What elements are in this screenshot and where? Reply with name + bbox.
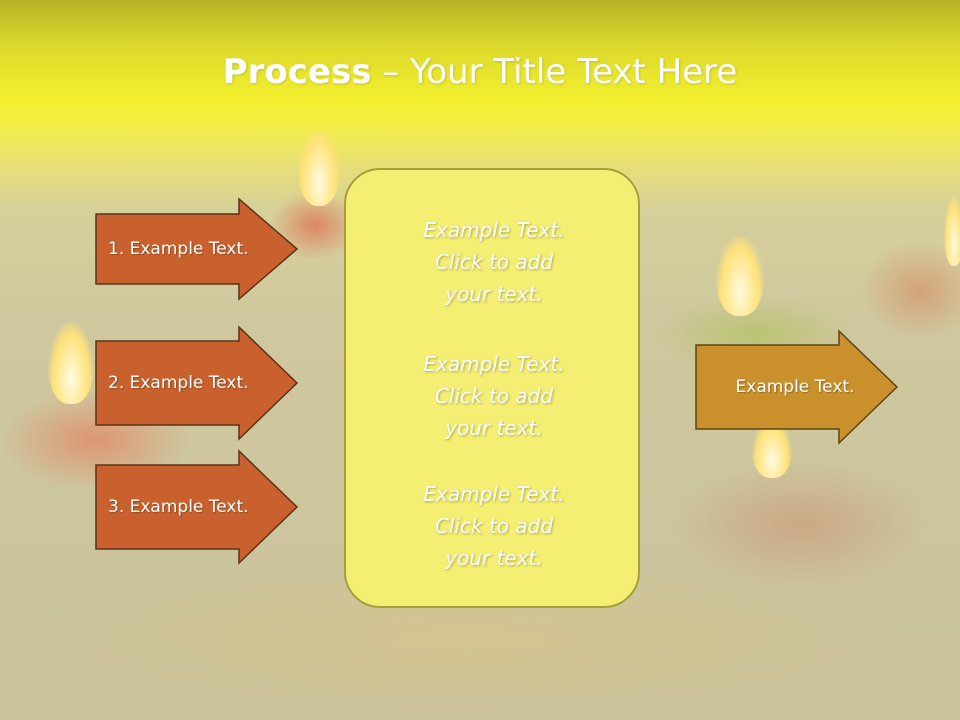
candle-flame: [298, 128, 340, 206]
result-label: Example Text.: [735, 377, 855, 397]
candle-flame: [48, 322, 94, 404]
slide-title-bold: Process: [222, 52, 372, 92]
arrow-shape: [95, 197, 299, 301]
slide-title-rest: – Your Title Text Here: [371, 52, 738, 92]
result-arrow[interactable]: Example Text.: [695, 329, 899, 445]
center-content-box[interactable]: Example Text. Click to add your text. Ex…: [344, 168, 640, 608]
center-text-block-2: Example Text. Click to add your text.: [423, 352, 565, 440]
process-step-label: 3. Example Text.: [108, 497, 249, 517]
background-candle-glow: [670, 460, 930, 590]
arrow-shape: [95, 449, 299, 565]
process-step-label: 2. Example Text.: [108, 373, 249, 393]
center-text-block-1: Example Text. Click to add your text.: [423, 218, 565, 306]
process-step-arrow-1[interactable]: 1. Example Text.: [95, 197, 299, 301]
slide-title[interactable]: Process – Your Title Text Here: [0, 52, 960, 92]
center-text-block-3: Example Text. Click to add your text.: [423, 482, 565, 570]
process-step-label: 1. Example Text.: [108, 239, 249, 259]
candle-flame: [716, 236, 764, 316]
arrow-shape: [695, 329, 899, 445]
process-step-arrow-2[interactable]: 2. Example Text.: [95, 325, 299, 441]
background-candle-glow: [860, 240, 960, 340]
candle-flame: [944, 196, 960, 266]
arrow-shape: [95, 325, 299, 441]
process-step-arrow-3[interactable]: 3. Example Text.: [95, 449, 299, 565]
